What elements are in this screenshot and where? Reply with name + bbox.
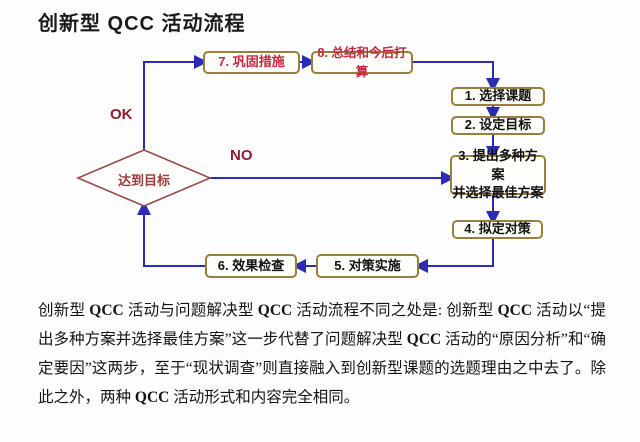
connector-box6-to-decision	[137, 201, 205, 267]
description-segment: QCC	[134, 389, 170, 406]
page-title: 创新型 QCC 活动流程	[38, 13, 246, 35]
description-segment: QCC	[497, 302, 533, 319]
decision-diamond	[75, 149, 213, 207]
description-segment: 活动流程不同之处是: 创新型	[292, 302, 498, 319]
flow-step-implement: 5. 对策实施	[316, 254, 419, 278]
flow-step-summary: 8. 总结和今后打算	[311, 46, 413, 79]
branch-label-ok: OK	[110, 106, 133, 123]
flow-step-check-effect: 6. 效果检查	[205, 254, 297, 278]
description-segment: 创新型	[38, 302, 90, 319]
flow-step-select-topic: 1. 选择课题	[451, 87, 545, 106]
description-segment: QCC	[257, 302, 293, 319]
decision-label: 达到目标	[117, 173, 170, 188]
description-segment: QCC	[406, 331, 442, 348]
flow-step-consolidate: 7. 巩固措施	[203, 51, 300, 74]
flow-step-set-goal: 2. 设定目标	[451, 116, 545, 135]
connector-box8-to-box1	[413, 61, 500, 92]
connector-ok-to-box7	[143, 55, 208, 150]
description-paragraph: 创新型 QCC 活动与问题解决型 QCC 活动流程不同之处是: 创新型 QCC …	[38, 296, 606, 412]
description-segment: 活动的“原因分析”和“确定要因”这两步，至于“现状调查”则直接融入到创新型课题的…	[38, 331, 606, 406]
description-segment: QCC	[89, 302, 124, 319]
flow-step-propose-plans: 3. 提出多种方案 并选择最佳方案	[450, 148, 546, 200]
description-segment: 活动形式和内容完全相同。	[169, 389, 360, 406]
branch-label-no: NO	[230, 147, 253, 164]
connector-box4-to-box5	[414, 239, 494, 273]
flow-step-draft-measures: 4. 拟定对策	[452, 220, 543, 239]
description-segment: 活动以“提出多种方案并选择最佳方案”这一步代替了问题解决型	[38, 302, 606, 348]
description-segment: 活动与问题解决型	[123, 302, 258, 319]
